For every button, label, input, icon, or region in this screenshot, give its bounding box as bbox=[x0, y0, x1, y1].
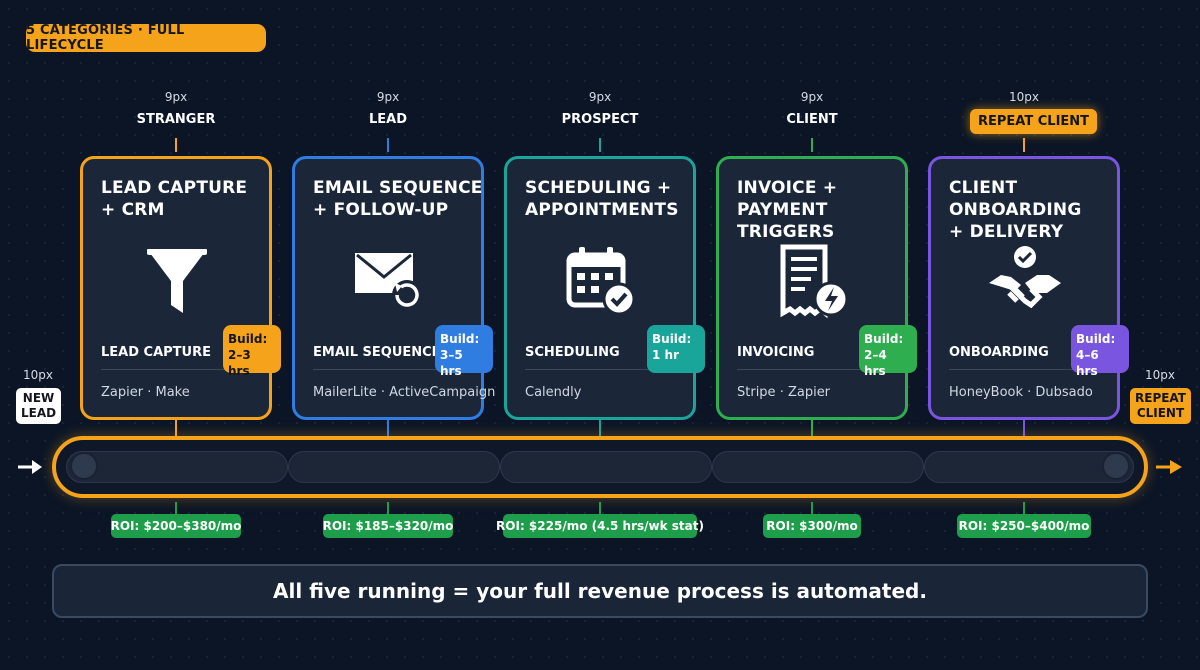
roi-badge-invoice: ROI: $300/mo bbox=[763, 514, 861, 538]
stage-tick bbox=[599, 138, 601, 152]
card-subtitle: ONBOARDING bbox=[949, 345, 1049, 360]
invoice-bolt-icon bbox=[780, 244, 849, 319]
card-connector bbox=[811, 420, 813, 436]
card-tools: HoneyBook · Dubsado bbox=[949, 385, 1093, 400]
card-divider bbox=[949, 369, 1083, 370]
stage-size-label: 9px bbox=[800, 90, 824, 104]
build-time-badge: Build: 4–6 hrs bbox=[1071, 325, 1129, 378]
card-subtitle: INVOICING bbox=[737, 345, 815, 360]
card-lead-capture[interactable]: LEAD CAPTURE + CRM LEAD CAPTURE Zapier ·… bbox=[80, 156, 281, 420]
roi-tick bbox=[175, 502, 177, 514]
card-divider bbox=[737, 369, 871, 370]
arrow-right-icon bbox=[18, 460, 42, 474]
card-tools: Calendly bbox=[525, 385, 582, 400]
track-segment bbox=[288, 451, 500, 483]
card-subtitle: SCHEDULING bbox=[525, 345, 620, 360]
card-divider bbox=[525, 369, 659, 370]
roi-tick bbox=[599, 502, 601, 514]
stage-tick bbox=[1023, 138, 1025, 152]
card-title: EMAIL SEQUENCE + FOLLOW-UP bbox=[313, 178, 483, 220]
track-segment bbox=[712, 451, 924, 483]
stage-size-label: 9px bbox=[588, 90, 612, 104]
roi-tick bbox=[811, 502, 813, 514]
stage-size-label: 9px bbox=[376, 90, 400, 104]
card-tools: MailerLite · ActiveCampaign bbox=[313, 385, 496, 400]
arrow-right-icon bbox=[1156, 460, 1182, 474]
card-connector bbox=[175, 420, 177, 436]
card-divider bbox=[101, 369, 235, 370]
new-lead-label: NEW LEAD bbox=[16, 388, 62, 424]
roi-tick bbox=[387, 502, 389, 514]
end-size-label: 10px bbox=[1145, 368, 1175, 382]
card-tools: Zapier · Make bbox=[101, 385, 190, 400]
categories-badge: 5 CATEGORIES · FULL LIFECYCLE bbox=[26, 23, 266, 53]
card-divider bbox=[313, 369, 447, 370]
track-segment bbox=[66, 451, 288, 483]
stage-label-lead: LEAD bbox=[368, 112, 408, 127]
card-tools: Stripe · Zapier bbox=[737, 385, 831, 400]
card-connector bbox=[1023, 420, 1025, 436]
calendar-check-icon bbox=[566, 247, 636, 316]
stage-label-client: CLIENT bbox=[786, 112, 838, 127]
track-start-knob bbox=[70, 452, 98, 480]
card-onboarding[interactable]: CLIENT ONBOARDING + DELIVERY ONBOARDING … bbox=[928, 156, 1129, 420]
track-segment bbox=[500, 451, 712, 483]
build-time-badge: Build: 2–3 hrs bbox=[223, 325, 281, 378]
roi-badge-email: ROI: $185–$320/mo bbox=[323, 514, 453, 538]
card-connector bbox=[599, 420, 601, 436]
stage-size-label: 9px bbox=[164, 90, 188, 104]
stage-size-label: 10px bbox=[1009, 90, 1039, 104]
roi-tick bbox=[1023, 502, 1025, 514]
card-connector bbox=[387, 420, 389, 436]
card-subtitle: EMAIL SEQUENCES bbox=[313, 345, 450, 360]
build-time-badge: Build: 1 hr bbox=[647, 325, 705, 373]
lifecycle-track bbox=[52, 436, 1148, 498]
stage-tick bbox=[175, 138, 177, 152]
start-size-label: 10px bbox=[23, 368, 53, 382]
funnel-icon bbox=[147, 249, 207, 313]
track-end-knob bbox=[1102, 452, 1130, 480]
stage-label-stranger: STRANGER bbox=[136, 112, 216, 127]
card-subtitle: LEAD CAPTURE bbox=[101, 345, 211, 360]
card-title: SCHEDULING + APPOINTMENTS bbox=[525, 178, 679, 220]
build-time-badge: Build: 3–5 hrs bbox=[435, 325, 493, 378]
track-segment bbox=[924, 451, 1134, 483]
stage-tick bbox=[811, 138, 813, 152]
stage-tick bbox=[387, 138, 389, 152]
repeat-client-label: REPEAT CLIENT bbox=[1130, 388, 1191, 424]
card-title: CLIENT ONBOARDING + DELIVERY bbox=[949, 178, 1082, 242]
roi-badge-onboarding: ROI: $250–$400/mo bbox=[957, 514, 1091, 538]
stage-label-repeat-client: REPEAT CLIENT bbox=[970, 109, 1098, 134]
handshake-check-icon bbox=[989, 246, 1061, 309]
card-scheduling[interactable]: SCHEDULING + APPOINTMENTS SCHEDULING Cal… bbox=[504, 156, 705, 420]
card-title: INVOICE + PAYMENT TRIGGERS bbox=[737, 178, 838, 242]
build-time-badge: Build: 2–4 hrs bbox=[859, 325, 917, 378]
card-invoice[interactable]: INVOICE + PAYMENT TRIGGERS INVOICING Str… bbox=[716, 156, 917, 420]
envelope-refresh-icon bbox=[355, 253, 422, 310]
card-title: LEAD CAPTURE + CRM bbox=[101, 178, 248, 220]
roi-badge-scheduling: ROI: $225/mo (4.5 hrs/wk stat) bbox=[496, 514, 704, 538]
summary-banner: All five running = your full revenue pro… bbox=[52, 564, 1148, 618]
card-email-sequence[interactable]: EMAIL SEQUENCE + FOLLOW-UP EMAIL SEQUENC… bbox=[292, 156, 495, 420]
roi-badge-lead-capture: ROI: $200–$380/mo bbox=[111, 514, 241, 538]
stage-label-prospect: PROSPECT bbox=[561, 112, 639, 127]
